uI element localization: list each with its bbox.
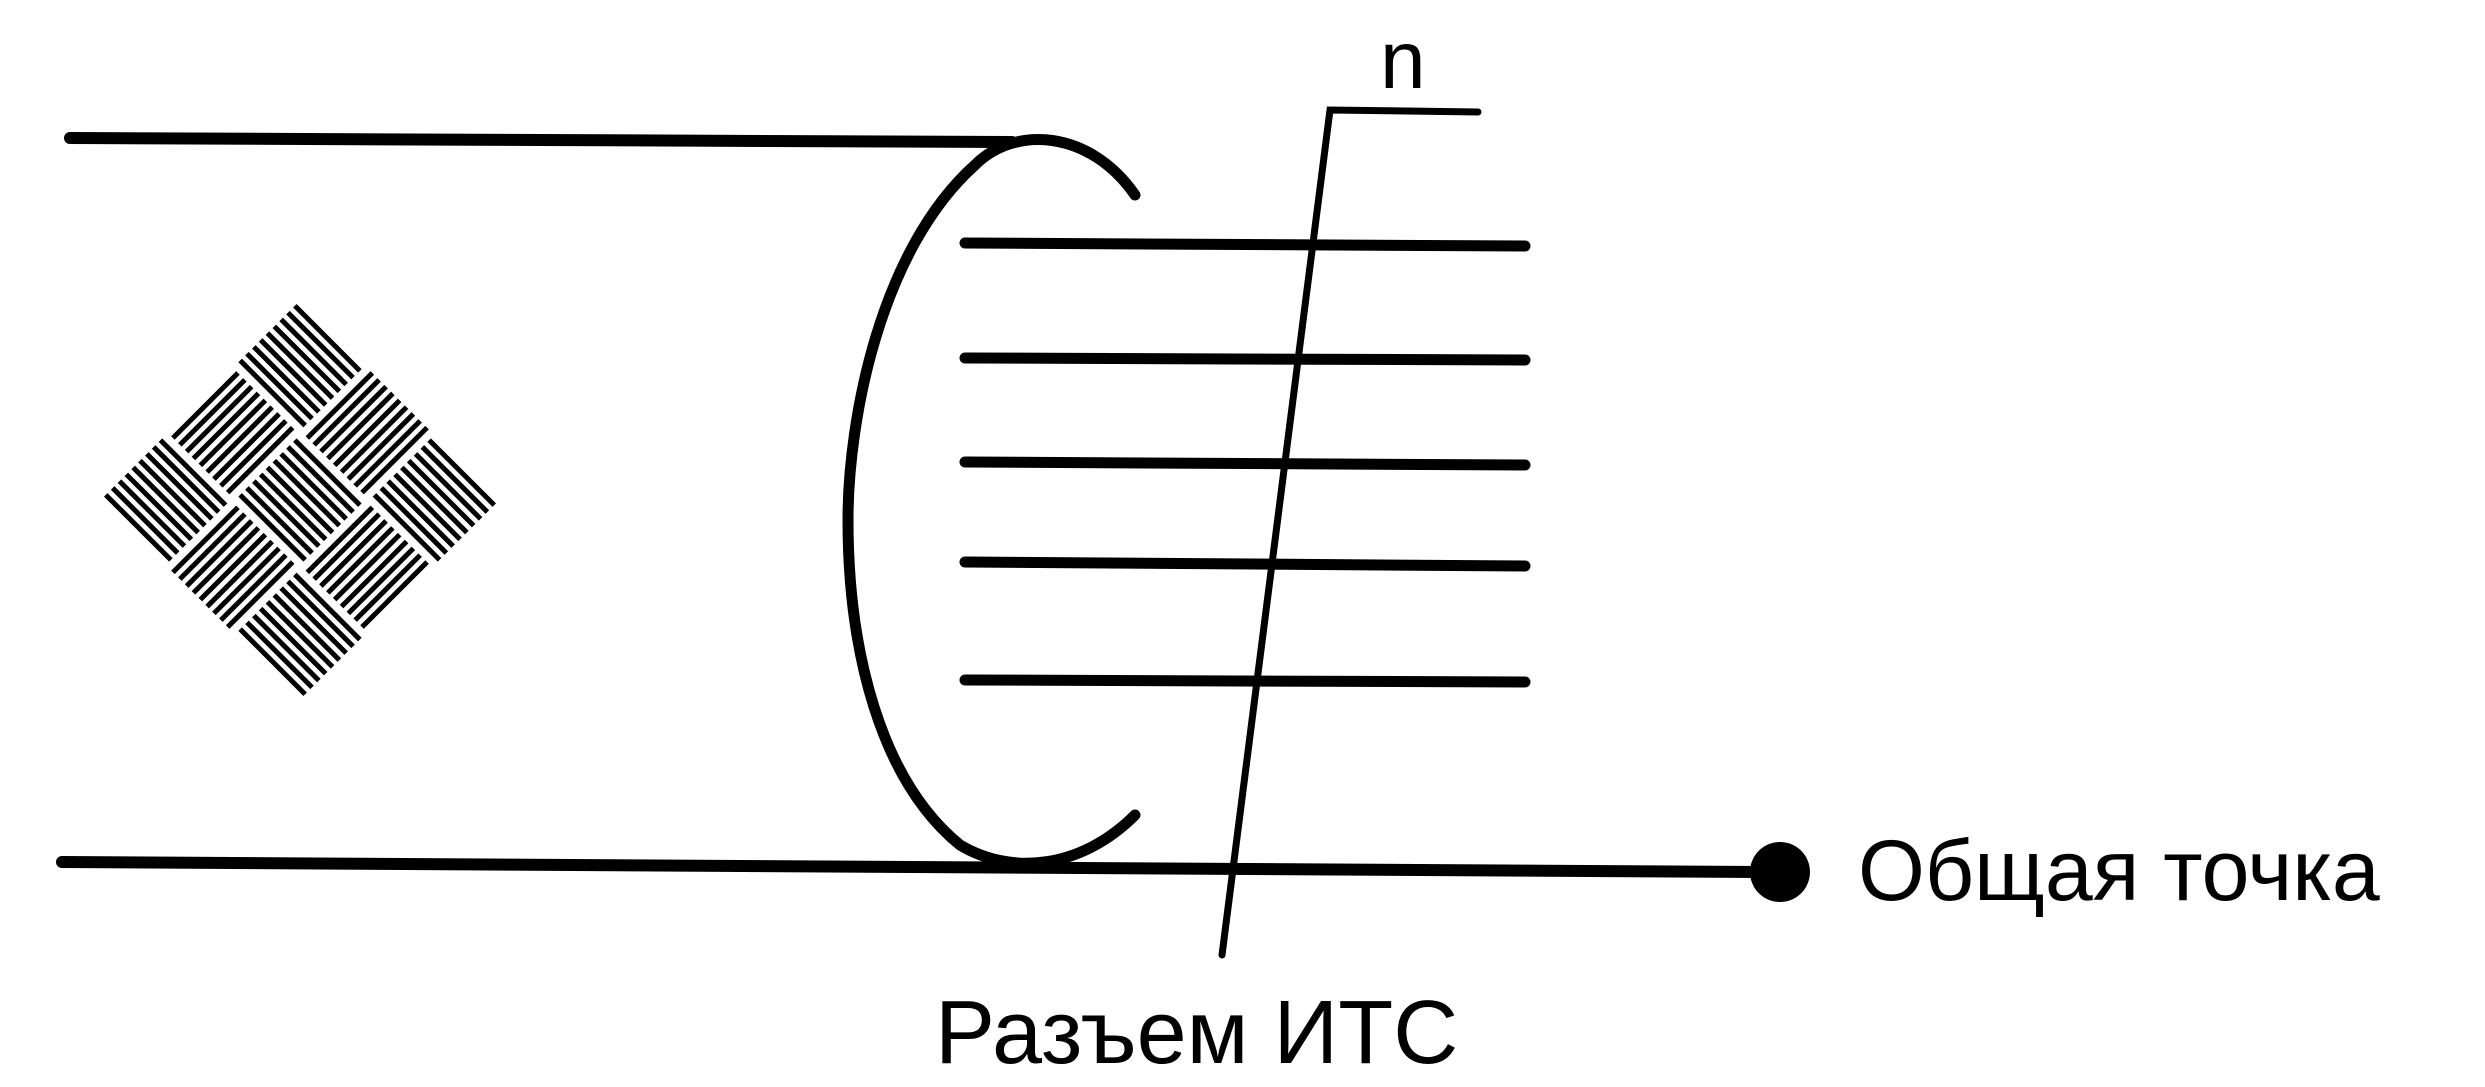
common-point-dot-icon: [1750, 842, 1810, 902]
common-point-label: Общая точка: [1858, 823, 2380, 919]
braid-strand: [212, 412, 281, 481]
braid-strand: [386, 479, 455, 548]
braid-strand: [238, 493, 307, 562]
conductor-wires: [959, 237, 1531, 688]
braid-strand: [238, 358, 307, 428]
wire-marker-leader: [1218, 106, 1482, 959]
cable-top-line: [64, 132, 1018, 148]
braid-strand: [238, 627, 307, 697]
braid-strand: [279, 317, 348, 387]
braid-strand: [346, 546, 416, 616]
braid-strand: [279, 586, 348, 655]
braid-strand: [225, 425, 295, 495]
cable-bottom-line: [56, 856, 1766, 878]
braid-strand: [279, 452, 348, 521]
braid-strand: [393, 472, 462, 542]
braid-strand: [265, 331, 335, 400]
braid-strand: [258, 338, 328, 407]
braided-shield-icon: [103, 303, 497, 697]
braid-strand: [413, 452, 483, 521]
braid-strand: [360, 560, 429, 629]
braid-strand: [138, 458, 207, 528]
braid-strand: [406, 458, 476, 528]
conductor-wire-1: [959, 237, 1531, 252]
braid-strand: [353, 553, 422, 622]
conductor-wire-3: [959, 456, 1531, 471]
braid-strand: [212, 546, 281, 616]
braid-strand: [252, 479, 321, 548]
braid-strand: [219, 553, 288, 622]
braid-strand: [346, 412, 416, 481]
connector-shell-arc: [842, 134, 1141, 869]
braid-strand: [360, 425, 429, 495]
braid-strand: [265, 465, 335, 535]
braid-strand: [427, 438, 497, 507]
braid-strand: [286, 310, 355, 380]
braid-strand: [258, 472, 328, 542]
braid-strand: [245, 351, 314, 421]
connector-label: Разъем ИТС: [935, 983, 1458, 1083]
braid-strand: [272, 593, 342, 662]
braid-strand: [124, 472, 194, 542]
braid-strand: [312, 378, 381, 447]
braid-strand: [420, 445, 490, 514]
braid-strand: [245, 620, 314, 690]
braid-strand: [191, 526, 261, 595]
braid-strand: [265, 600, 335, 669]
braid-strand: [252, 613, 321, 683]
braid-strand: [326, 526, 395, 595]
braid-strand: [158, 438, 228, 507]
braid-strand: [293, 438, 362, 507]
braid-strand: [184, 384, 254, 454]
braid-strand: [286, 445, 355, 514]
braid-strand: [191, 391, 261, 461]
braid-strand: [171, 505, 240, 575]
braid-strand: [379, 486, 449, 555]
braid-strand: [258, 606, 328, 676]
braid-strand: [117, 479, 187, 548]
braid-strand: [110, 486, 180, 555]
braid-strand: [205, 405, 274, 474]
braid-strand: [103, 493, 173, 562]
braid-strand: [293, 572, 362, 642]
braid-strand: [225, 560, 295, 629]
braid-strand: [252, 345, 321, 414]
braid-strand: [151, 445, 221, 514]
braid-strand: [219, 419, 288, 488]
conductor-wire-4: [959, 556, 1531, 572]
braid-strand: [145, 452, 214, 521]
wire-marker-label: n: [1380, 15, 1426, 106]
braid-strand: [131, 465, 200, 535]
braid-strand: [272, 324, 342, 394]
braid-strand: [339, 539, 409, 609]
braid-strand: [198, 532, 268, 602]
braid-strand: [312, 512, 381, 581]
braid-strand: [286, 579, 355, 649]
braid-strand: [178, 512, 247, 581]
braid-strand: [319, 384, 388, 454]
braid-strand: [184, 519, 254, 588]
braid-strand: [400, 465, 469, 535]
conductor-wire-5: [959, 674, 1531, 688]
braid-strand: [305, 505, 375, 575]
braid-strand: [319, 519, 388, 588]
braid-strand: [332, 398, 402, 468]
conductor-wire-2: [959, 352, 1531, 366]
braid-strand: [198, 398, 268, 468]
braid-strand: [339, 405, 409, 474]
braid-strand: [178, 378, 247, 447]
braid-strand: [171, 371, 240, 440]
braid-strand: [245, 486, 314, 555]
braid-strand: [353, 419, 422, 488]
braid-strand: [305, 371, 375, 440]
braid-strand: [326, 391, 395, 461]
braid-strand: [293, 303, 362, 373]
braid-strand: [205, 539, 274, 609]
braid-strand: [372, 493, 442, 562]
braid-strand: [272, 458, 342, 528]
braid-strand: [332, 532, 402, 602]
